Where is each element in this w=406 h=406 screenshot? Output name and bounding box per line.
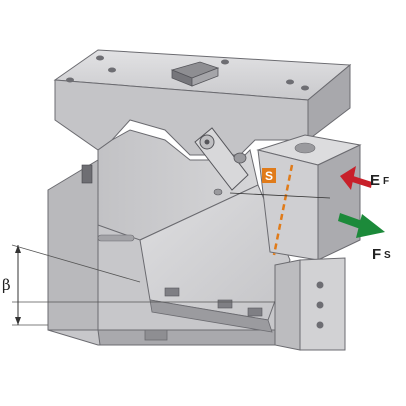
fs-label-sub: S [384,250,391,261]
force-arrow-ef: E F [340,166,389,190]
ef-label-main: E [370,172,380,189]
angle-reference-lines [11,244,275,326]
fs-label-main: F [372,246,381,263]
slide-path [229,164,331,256]
slide-label-text: S [265,169,273,183]
force-arrow-fs: F S [338,213,391,263]
screw-icon [81,164,135,242]
slide-label: S [262,168,276,183]
angle-label: β [2,276,11,294]
ef-label-sub: F [383,176,389,187]
top-plate [53,49,352,156]
cam-lever [194,127,249,196]
wedge-slide [139,184,291,333]
